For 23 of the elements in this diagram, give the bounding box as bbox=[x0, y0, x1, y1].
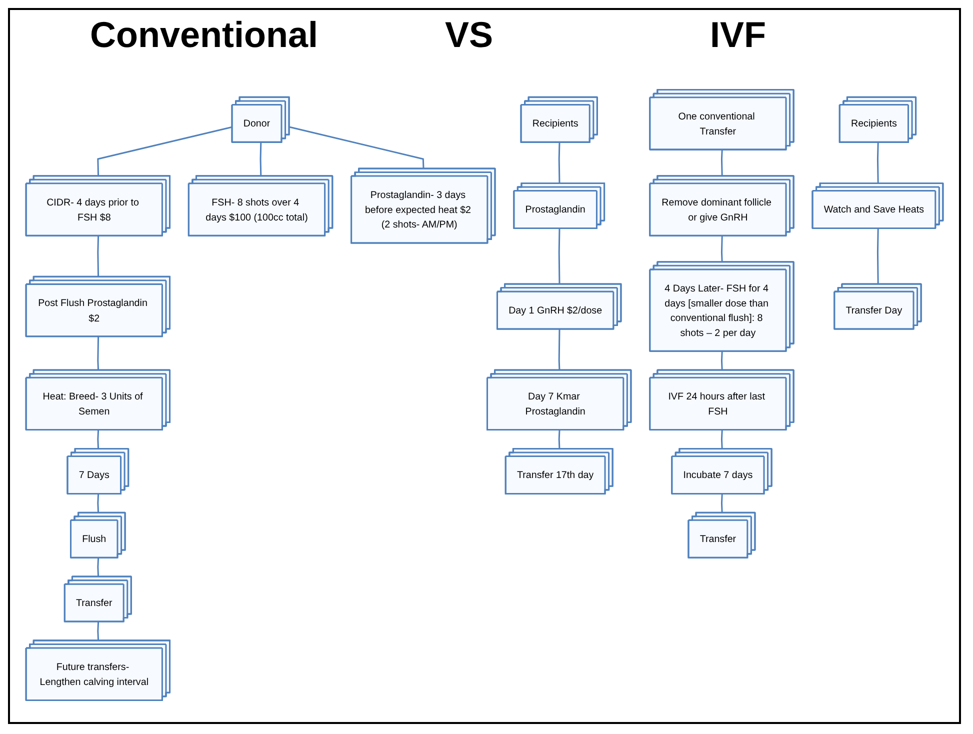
connector bbox=[97, 126, 233, 176]
connector bbox=[720, 236, 723, 262]
connector bbox=[97, 494, 100, 514]
connector bbox=[720, 430, 723, 450]
column-heading: Conventional bbox=[90, 14, 318, 56]
connector bbox=[558, 430, 560, 450]
connector bbox=[558, 228, 560, 284]
connector bbox=[720, 150, 723, 176]
column-heading: IVF bbox=[710, 14, 766, 56]
connector bbox=[289, 126, 424, 169]
connector bbox=[876, 228, 879, 284]
connector bbox=[97, 558, 100, 577]
connector bbox=[97, 622, 100, 641]
column-heading: VS bbox=[445, 14, 494, 56]
connector bbox=[720, 494, 723, 514]
connector bbox=[720, 351, 723, 370]
connector bbox=[558, 329, 560, 370]
connector bbox=[260, 142, 262, 176]
connector bbox=[97, 336, 100, 370]
connector bbox=[558, 142, 560, 184]
connector bbox=[97, 236, 100, 278]
connector bbox=[876, 142, 879, 184]
connector bbox=[97, 430, 100, 450]
